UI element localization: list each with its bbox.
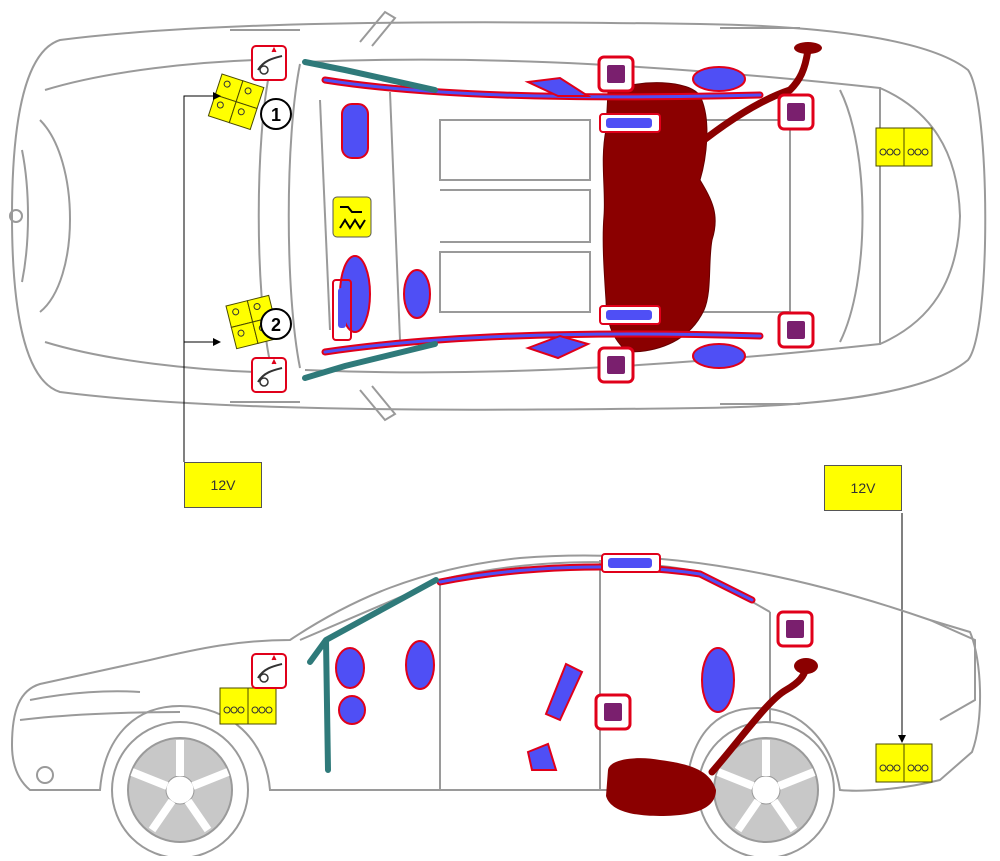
top-view-car [9, 10, 987, 422]
fuel-tank-side [606, 758, 716, 816]
rear-side-airbag-right [692, 343, 746, 369]
battery-side-front [219, 687, 277, 725]
fuel-tank-top [602, 82, 716, 353]
crash-sensors-top [597, 55, 815, 384]
svg-text:2: 2 [271, 315, 281, 335]
battery-top-1 [207, 73, 265, 131]
roof-frame-top-right [302, 341, 438, 381]
seat-airbag-front-right [525, 334, 591, 360]
roof-frame-side [307, 577, 439, 773]
marker-1: 1 [260, 98, 292, 130]
pyrotechnic-hood-icon [251, 45, 287, 81]
crash-sensors-side [594, 610, 814, 731]
rear-side-airbag-left [692, 66, 746, 92]
battery-top-rear [875, 127, 933, 167]
fuel-cap-top [794, 42, 822, 54]
roof-frame-top-left [302, 59, 438, 93]
rear-wheel [697, 721, 835, 859]
leader-lines [183, 92, 906, 743]
front-wheel [111, 721, 249, 859]
knee-airbag-passenger [332, 279, 352, 341]
driver-knee-airbag [341, 103, 369, 159]
seat-airbag-front-left [524, 76, 592, 97]
pyrotechnic-actuator-icon [332, 196, 372, 238]
pyrotechnic-hood-icon [251, 653, 287, 689]
voltage-label-left: 12V [184, 462, 262, 508]
curtain-airbag-side [436, 563, 756, 604]
marker-2: 2 [260, 308, 292, 340]
filler-neck-side [708, 664, 810, 776]
voltage-label-right: 12V [824, 465, 902, 511]
belt-pretensioners-top [599, 113, 661, 325]
svg-text:1: 1 [271, 105, 281, 125]
airbags-side [335, 640, 735, 771]
airbags-top [339, 66, 746, 369]
side-airbag-front-right [403, 269, 431, 319]
filler-neck-top [700, 46, 812, 144]
pyrotechnic-hood-icon [251, 357, 287, 393]
battery-side-rear [875, 743, 933, 783]
